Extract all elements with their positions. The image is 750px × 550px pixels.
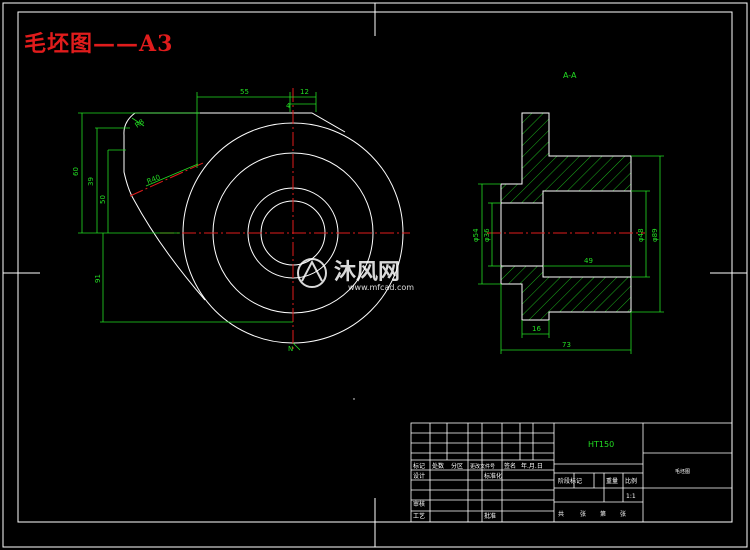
title-block-header-0: 标记 <box>413 462 425 470</box>
title-block-standardize: 标准化 <box>484 472 502 480</box>
dim-91: 91 <box>94 274 102 283</box>
dim-phi54: φ54 <box>472 228 480 242</box>
dim-r8: R8 <box>134 118 146 130</box>
hatch-lower <box>500 265 632 321</box>
title-block-sheet-no: 张 <box>580 510 586 518</box>
title-block-scale-label: 比例 <box>625 477 637 485</box>
title-block-header-4: 签名 <box>504 462 516 470</box>
title-block-review: 审核 <box>413 500 425 508</box>
section-label: A-A <box>563 71 577 80</box>
dim-16: 16 <box>532 325 541 333</box>
hatch-upper <box>500 112 632 204</box>
title-block-sheet-total: 共 <box>558 510 564 518</box>
title-block-process: 工艺 <box>413 512 425 520</box>
title-block-material: HT150 <box>588 440 614 449</box>
dimensions-section <box>478 155 664 354</box>
watermark-brand: 沐风网 <box>334 260 400 285</box>
dimensions-front <box>78 92 317 351</box>
title-block-sheet-of: 第 <box>600 510 606 518</box>
watermark: 沐风网 www.mfcad.com <box>297 258 414 292</box>
dim-39: 39 <box>87 177 95 186</box>
section-view <box>500 112 632 321</box>
title-block-weight: 重量 <box>606 477 618 485</box>
title-block-stage-label: 阶段标记 <box>558 477 582 485</box>
title-block-part-name: 毛坯图 <box>675 468 690 475</box>
title-block-approve: 批准 <box>484 512 496 520</box>
lug-outline <box>195 112 346 133</box>
dim-73: 73 <box>562 341 571 349</box>
title-block-sheet-no2: 张 <box>620 510 626 518</box>
centerlines-front <box>129 88 410 352</box>
dim-60: 60 <box>72 167 80 176</box>
watermark-logo-icon <box>297 258 327 288</box>
title-block <box>410 422 733 523</box>
dim-49: 49 <box>584 257 593 265</box>
dim-n: N <box>288 345 293 353</box>
dim-4: 4 <box>286 102 291 110</box>
watermark-url: www.mfcad.com <box>348 283 414 292</box>
title-block-scale: 1:1 <box>626 493 636 500</box>
dim-phi36: φ36 <box>483 228 491 242</box>
dim-50: 50 <box>99 195 107 204</box>
dim-r40: R40 <box>146 173 162 186</box>
dim-phi89: φ89 <box>651 228 659 242</box>
title-block-header-2: 分区 <box>451 462 463 470</box>
title-block-design: 设计 <box>413 472 425 480</box>
title-block-header-5: 年.月.日 <box>521 462 543 470</box>
title-block-header-1: 处数 <box>432 462 444 470</box>
front-view <box>123 112 404 344</box>
dim-55: 55 <box>240 88 249 96</box>
dim-12: 12 <box>300 88 309 96</box>
drawing-title: 毛坯图——A3 <box>24 31 174 57</box>
dim-phi48: φ48 <box>637 228 645 242</box>
title-block-header-3: 更改文件号 <box>470 463 495 470</box>
